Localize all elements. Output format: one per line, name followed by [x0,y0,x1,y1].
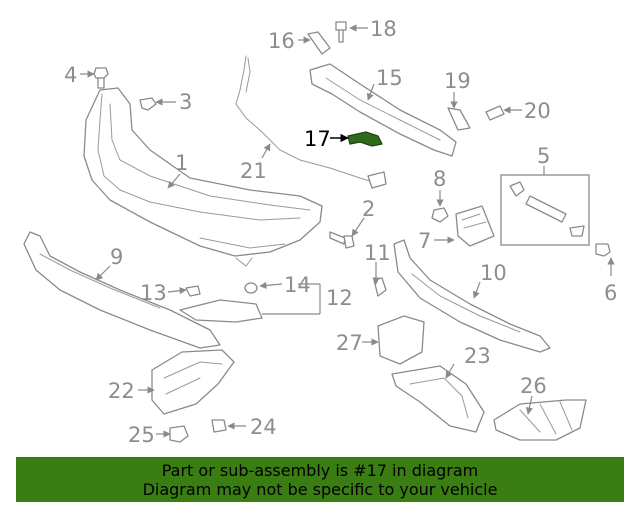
callout-25: 25 [128,423,155,447]
callout-17-highlighted: 17 [304,127,331,151]
callout-6: 6 [604,281,617,305]
callout-16: 16 [268,29,295,53]
callout-12: 12 [326,286,353,310]
banner-line-1: Part or sub-assembly is #17 in diagram [161,461,479,480]
callout-14: 14 [284,273,311,297]
banner-line-2: Diagram may not be specific to your vehi… [142,480,498,499]
part-21-wiring-harness [235,55,387,189]
part-5-sensor-kit [500,174,590,246]
part-1-bumper-cover [83,87,323,267]
part-27-bracket [377,315,425,365]
part-7-bracket [455,205,495,247]
callout-7: 7 [418,229,431,253]
part-16-bracket [307,31,331,55]
part-24-nut [211,419,227,433]
callout-8: 8 [433,167,446,191]
part-13-bolt [185,285,201,297]
part-12-bracket [179,299,263,323]
leader-lines [80,24,615,438]
part-23-air-guide [391,365,485,433]
callout-10: 10 [480,261,507,285]
part-26-trim [493,399,587,441]
part-14-clip [244,282,258,294]
callout-4: 4 [64,63,77,87]
callout-1: 1 [175,151,188,175]
callout-23: 23 [464,344,491,368]
callout-2: 2 [362,197,375,221]
callout-21: 21 [240,159,267,183]
part-20-bolt [485,105,505,121]
part-4-bolt [93,67,109,89]
callout-13: 13 [140,281,167,305]
callout-18: 18 [370,17,397,41]
part-15-reinforcement-beam [309,63,457,157]
callout-20: 20 [524,99,551,123]
part-22-under-cover [151,349,235,415]
part-9-lower-trim [23,231,221,349]
part-3-clip [139,97,157,111]
callout-24: 24 [250,415,277,439]
callout-26: 26 [520,374,547,398]
callout-9: 9 [110,245,123,269]
part-19-bracket [447,107,471,131]
part-2-bolt [329,231,355,249]
part-10-lower-trim [393,239,551,353]
part-25-nut [169,425,189,443]
part-6-bolt [595,243,611,257]
part-17-highlighted [347,131,383,147]
info-banner: Part or sub-assembly is #17 in diagram D… [16,457,624,502]
callout-22: 22 [108,379,135,403]
callout-11: 11 [364,241,391,265]
callout-19: 19 [444,69,471,93]
part-18-bolt [335,21,347,43]
part-8-nut [431,207,449,223]
callout-5: 5 [537,144,550,168]
callout-27: 27 [336,331,363,355]
callout-3: 3 [179,90,192,114]
callout-15: 15 [376,66,403,90]
